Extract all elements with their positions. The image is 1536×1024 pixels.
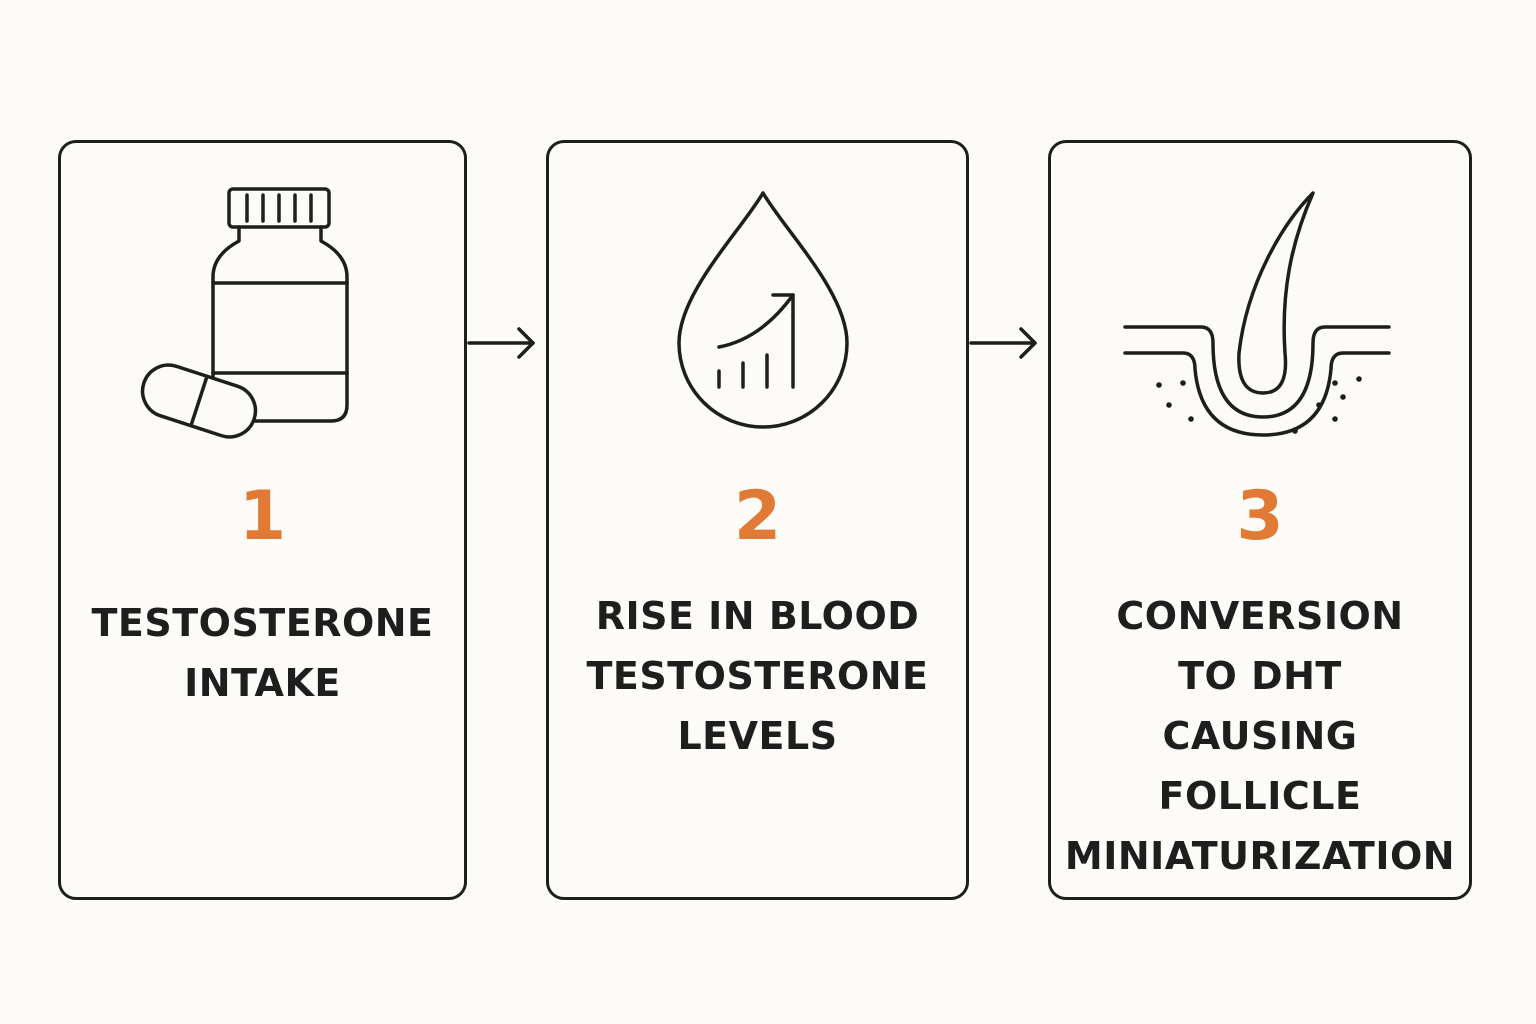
step-card-1: 1 TESTOSTERONE INTAKE	[58, 140, 467, 900]
step-card-2: 2 RISE IN BLOOD TESTOSTERONE LEVELS	[546, 140, 969, 900]
step-label-line: LEVELS	[677, 714, 838, 758]
step-label: CONVERSION TO DHT CAUSING FOLLICLE MINIA…	[1057, 586, 1463, 886]
step-label-line: CAUSING	[1162, 714, 1358, 758]
step-label-line: RISE IN BLOOD	[595, 594, 920, 638]
step-label-line: INTAKE	[184, 661, 341, 705]
step-label-line: CONVERSION	[1116, 594, 1404, 638]
step-label: RISE IN BLOOD TESTOSTERONE LEVELS	[555, 586, 960, 766]
step-label-line: MINIATURIZATION	[1064, 834, 1456, 878]
hair-follicle-icon	[1123, 191, 1391, 437]
step-number: 2	[733, 477, 782, 556]
step-number: 1	[238, 477, 287, 556]
arrow-right-icon	[467, 327, 535, 359]
step-label-line: FOLLICLE	[1158, 774, 1362, 818]
step-label: TESTOSTERONE INTAKE	[67, 593, 458, 713]
step-label-line: TO DHT	[1178, 654, 1342, 698]
arrow-right-icon	[969, 327, 1037, 359]
pill-bottle-icon	[140, 187, 349, 439]
blood-drop-rising-chart-icon	[677, 191, 849, 429]
step-number: 3	[1236, 477, 1284, 556]
step-label-line: TESTOSTERONE	[586, 654, 929, 698]
step-card-3: 3 CONVERSION TO DHT CAUSING FOLLICLE MIN…	[1048, 140, 1472, 900]
step-label-line: TESTOSTERONE	[91, 601, 434, 645]
